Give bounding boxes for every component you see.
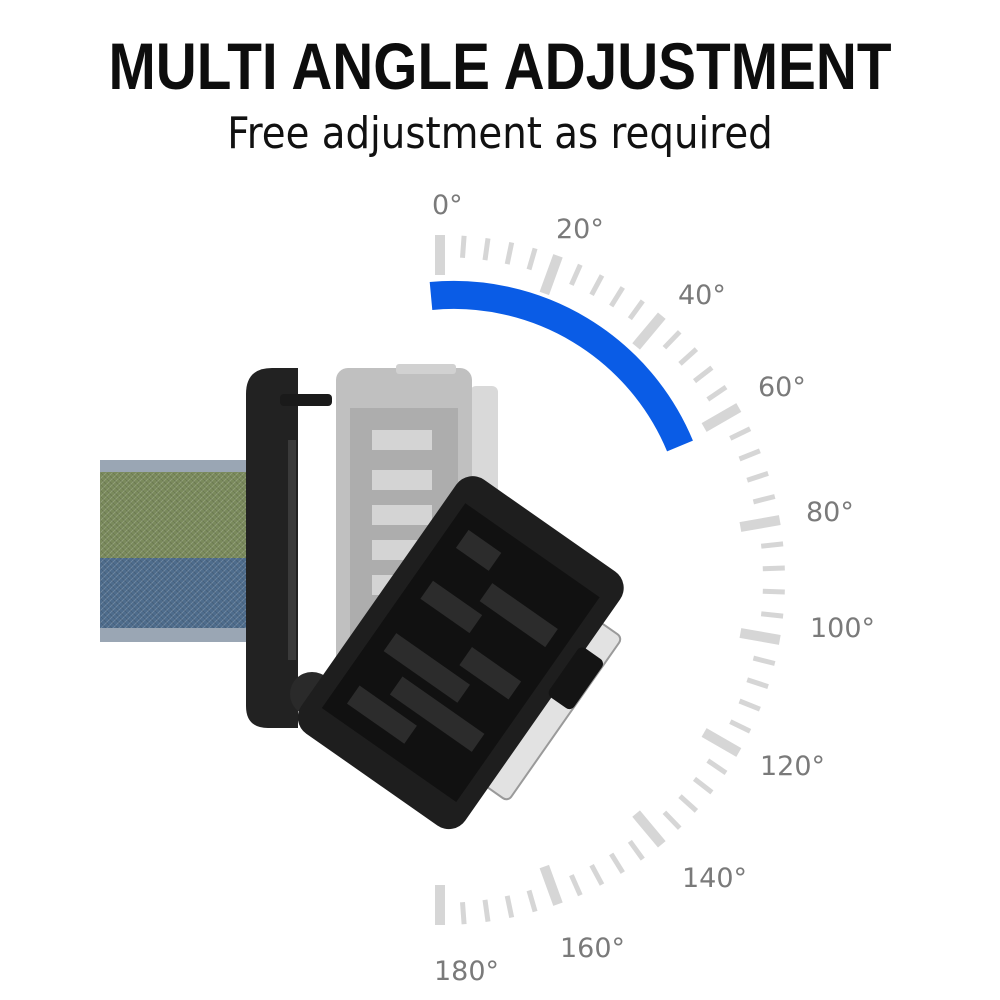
angle-labels: 0° 20° 40° 60° 80° 100° 120° 140° 160° 1… [432, 190, 875, 987]
page-title: MULTI ANGLE ADJUSTMENT [108, 29, 892, 103]
dial-tick [589, 274, 605, 296]
dial-tick [746, 677, 769, 689]
angle-label-120: 120° [760, 751, 825, 782]
dial-tick [627, 299, 645, 321]
angle-label-100: 100° [810, 613, 875, 644]
dial-tick [569, 874, 583, 897]
lamp-body-rotated [297, 476, 624, 830]
dial-tick [662, 330, 682, 350]
dial-tick [692, 365, 714, 384]
dial-tick [746, 471, 769, 483]
angle-dial-ticks [435, 235, 785, 925]
adjustment-range-arc [429, 280, 693, 452]
dial-tick [678, 347, 699, 366]
dial-tick [589, 864, 605, 886]
mounting-bracket [246, 368, 334, 728]
angle-label-140: 140° [682, 863, 747, 894]
dial-tick [539, 254, 563, 296]
dial-tick [539, 864, 563, 906]
angle-label-60: 60° [758, 372, 806, 403]
dial-tick [701, 728, 742, 757]
dial-tick [760, 611, 784, 619]
angle-label-40: 40° [678, 280, 726, 311]
dial-tick [701, 403, 742, 432]
page-subtitle: Free adjustment as required [227, 108, 773, 159]
dial-tick [526, 247, 538, 271]
dial-tick [460, 902, 467, 925]
dial-tick [729, 719, 752, 734]
dial-tick [760, 541, 784, 549]
dial-tick [632, 810, 666, 848]
dial-tick [632, 312, 666, 350]
dial-tick [526, 889, 538, 913]
dial-tick [504, 895, 515, 919]
dial-tick [569, 263, 583, 286]
dial-tick [762, 588, 785, 595]
dial-tick [762, 565, 785, 572]
dial-tick [662, 810, 682, 830]
dial-tick [739, 515, 781, 532]
dial-tick [482, 899, 491, 922]
dial-tick [609, 852, 625, 874]
dial-tick [504, 241, 515, 265]
angle-label-0: 0° [432, 190, 463, 221]
dial-tick [609, 286, 625, 308]
dial-tick [678, 794, 699, 813]
dial-tick [692, 776, 714, 795]
dial-tick [706, 758, 728, 775]
angle-label-80: 80° [806, 497, 854, 528]
dial-tick [706, 385, 728, 402]
dial-tick [739, 628, 781, 645]
angle-label-20: 20° [556, 214, 604, 245]
dial-tick [627, 839, 645, 861]
dial-tick [482, 238, 491, 261]
dial-tick [460, 235, 467, 258]
dial-tick [729, 426, 752, 441]
dial-tick [738, 698, 761, 712]
dial-tick [752, 655, 776, 666]
dial-tick [752, 494, 776, 505]
dial-tick [738, 448, 761, 462]
angle-label-160: 160° [560, 933, 625, 964]
angle-label-180: 180° [434, 956, 499, 987]
